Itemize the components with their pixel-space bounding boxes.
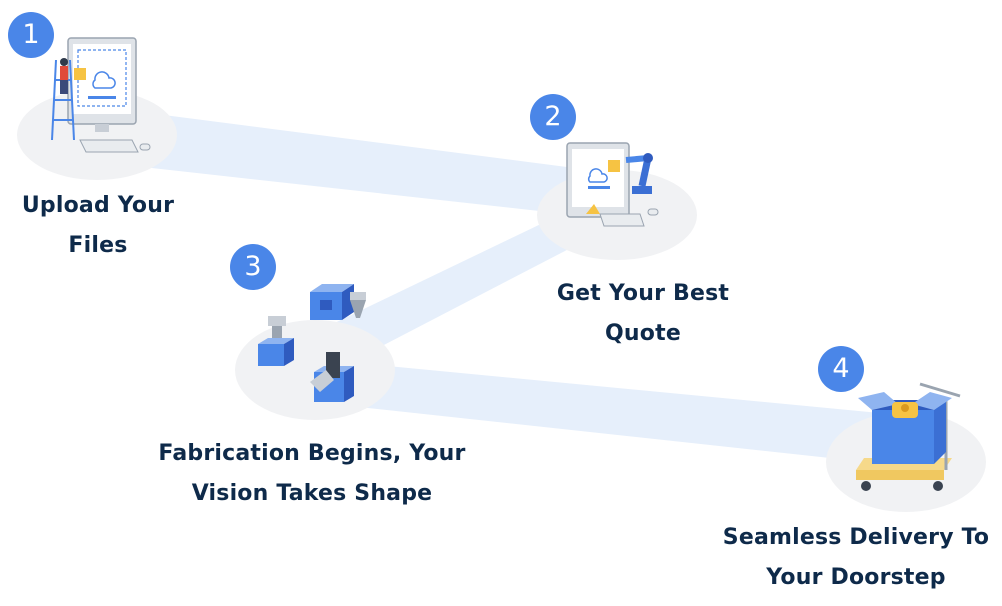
step-3-label-line1: Fabrication Begins, Your — [158, 441, 466, 466]
path-1-to-2 — [125, 110, 590, 215]
step-4-badge: 4 — [818, 346, 864, 392]
computer-upload-icon — [51, 37, 151, 153]
step-1-label-line1: Upload Your — [21, 193, 175, 218]
step-3-label: Fabrication Begins, Your Vision Takes Sh… — [142, 434, 482, 514]
step-1-label: Upload Your Files — [0, 186, 196, 266]
step-3-label-line2: Vision Takes Shape — [191, 481, 433, 506]
step-3-circle — [235, 320, 395, 420]
step-4-label-line2: Your Doorstep — [766, 565, 946, 590]
step-2-label-line2: Quote — [605, 321, 681, 346]
step-2-label-line1: Get Your Best — [556, 281, 730, 306]
robot-arm-quote-icon — [566, 142, 659, 227]
step-2-label: Get Your Best Quote — [530, 274, 756, 354]
path-2-to-3 — [320, 210, 615, 360]
delivery-cart-icon — [856, 382, 961, 491]
step-1-label-line2: Files — [68, 233, 128, 258]
path-3-to-4 — [325, 360, 900, 465]
step-1-badge: 1 — [8, 12, 54, 58]
step-1-circle — [17, 90, 177, 180]
machining-parts-icon — [258, 284, 366, 402]
step-4-label: Seamless Delivery To Your Doorstep — [712, 518, 1000, 598]
step-4-label-line1: Seamless Delivery To — [722, 525, 990, 550]
step-2-badge: 2 — [530, 94, 576, 140]
step-3-badge: 3 — [230, 244, 276, 290]
